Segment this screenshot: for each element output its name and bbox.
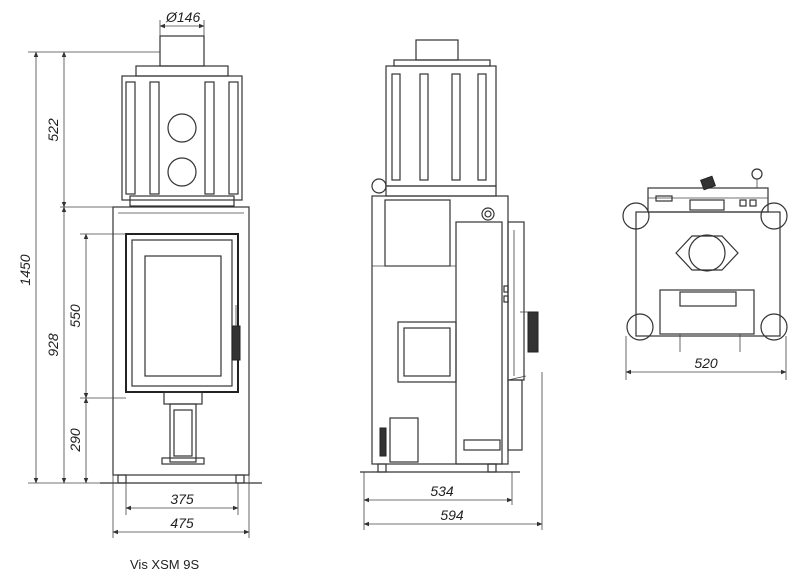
side-door-profile xyxy=(507,221,525,381)
top-rear-box xyxy=(659,289,755,335)
dim-bottom-height: 290 xyxy=(67,428,83,453)
dim-flue-diameter: Ø146 xyxy=(165,9,200,25)
front-body xyxy=(112,206,250,476)
dim-inner-width: 375 xyxy=(170,491,194,507)
top-corner-front-left xyxy=(622,202,650,230)
front-dimensions: Ø146 1450 522 928 550 290 375 475 xyxy=(17,9,250,538)
top-plate xyxy=(635,211,781,337)
side-door-handle xyxy=(527,311,539,353)
dim-top-height: 522 xyxy=(45,118,61,142)
side-lift-ring xyxy=(371,178,387,194)
side-body xyxy=(371,195,509,465)
top-knob xyxy=(751,168,763,180)
side-air-knob xyxy=(481,207,495,221)
dim-total-height: 1450 xyxy=(17,254,33,285)
dim-glass-height: 550 xyxy=(67,304,83,328)
dim-top-view-width: 520 xyxy=(694,355,718,371)
model-caption: Vis XSM 9S xyxy=(130,557,200,572)
front-flue-pipe xyxy=(159,35,205,67)
side-inspection-panel xyxy=(397,321,457,383)
top-corner-rear-right xyxy=(760,313,788,341)
dim-body-height: 928 xyxy=(45,333,61,357)
side-flue-pipe xyxy=(415,39,459,61)
dim-side-depth-inner: 534 xyxy=(430,483,454,499)
top-view xyxy=(622,168,788,352)
front-upper-port xyxy=(167,113,197,143)
front-lower-port xyxy=(167,157,197,187)
side-heat-exchanger xyxy=(385,65,497,187)
side-dimensions: 534 594 xyxy=(363,372,543,530)
top-corner-front-right xyxy=(760,202,788,230)
front-ash-chute xyxy=(169,403,197,463)
side-view xyxy=(360,39,539,473)
top-dimensions: 520 xyxy=(625,336,787,380)
front-view xyxy=(100,35,262,484)
front-heat-exchanger xyxy=(121,75,243,201)
front-glass xyxy=(144,255,222,377)
dim-side-depth-total: 594 xyxy=(440,507,464,523)
front-door-handle xyxy=(231,325,241,361)
top-flue-flange xyxy=(675,235,739,271)
front-top-collar xyxy=(135,65,229,77)
dim-front-width: 475 xyxy=(170,515,194,531)
top-corner-rear-left xyxy=(626,313,654,341)
